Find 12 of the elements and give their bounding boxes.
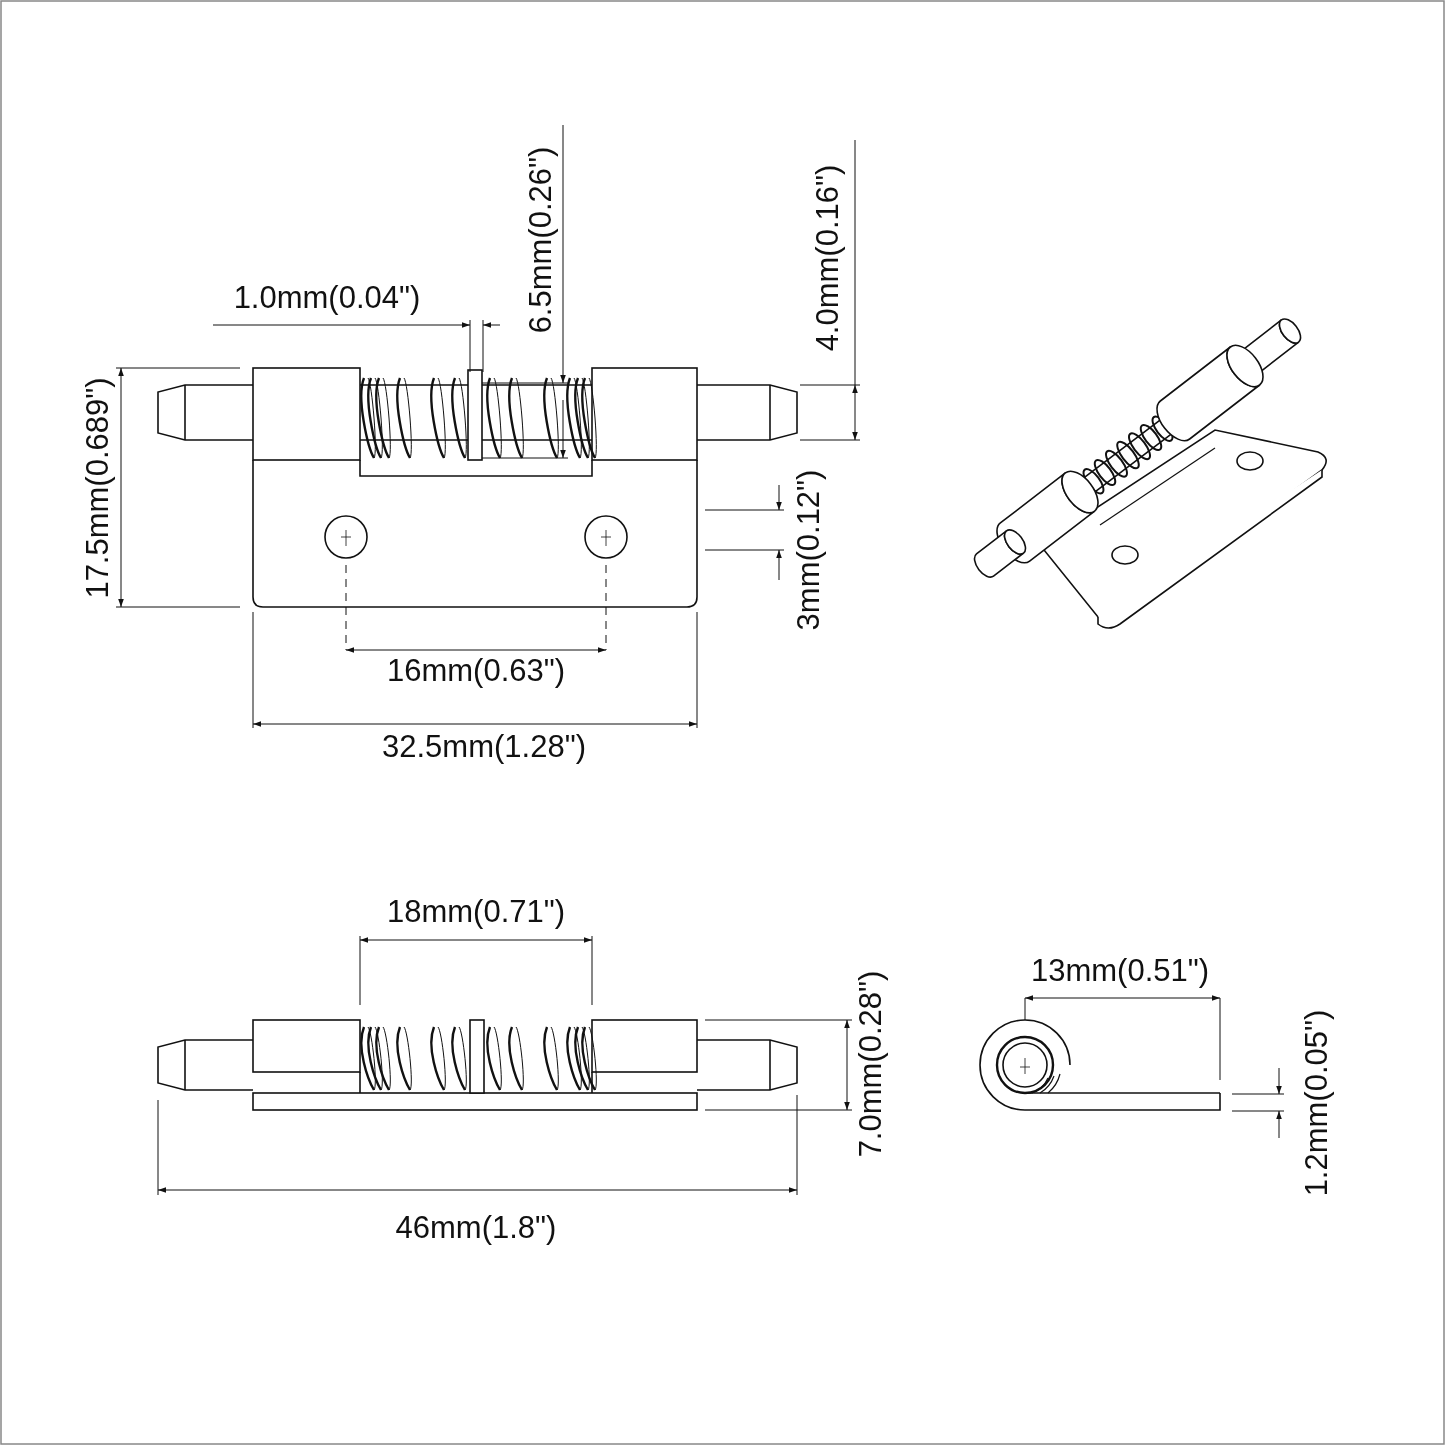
dimension-label: 18mm(0.71") [386,895,566,927]
dimension-label: 1.2mm(0.05") [1300,1009,1332,1197]
dimension-label: 13mm(0.51") [1030,954,1210,986]
dimension-label: 46mm(1.8") [395,1211,557,1243]
dimension-label: 1.0mm(0.04") [233,281,421,313]
dimension-label: 17.5mm(0.689") [81,377,113,599]
dimension-label: 6.5mm(0.26") [524,146,556,334]
dimension-label: 7.0mm(0.28") [854,970,886,1158]
dimension-label: 4.0mm(0.16") [811,164,843,352]
dimension-label: 3mm(0.12") [792,469,824,631]
dimension-label: 16mm(0.63") [386,654,566,686]
dimension-label: 32.5mm(1.28") [382,730,586,762]
